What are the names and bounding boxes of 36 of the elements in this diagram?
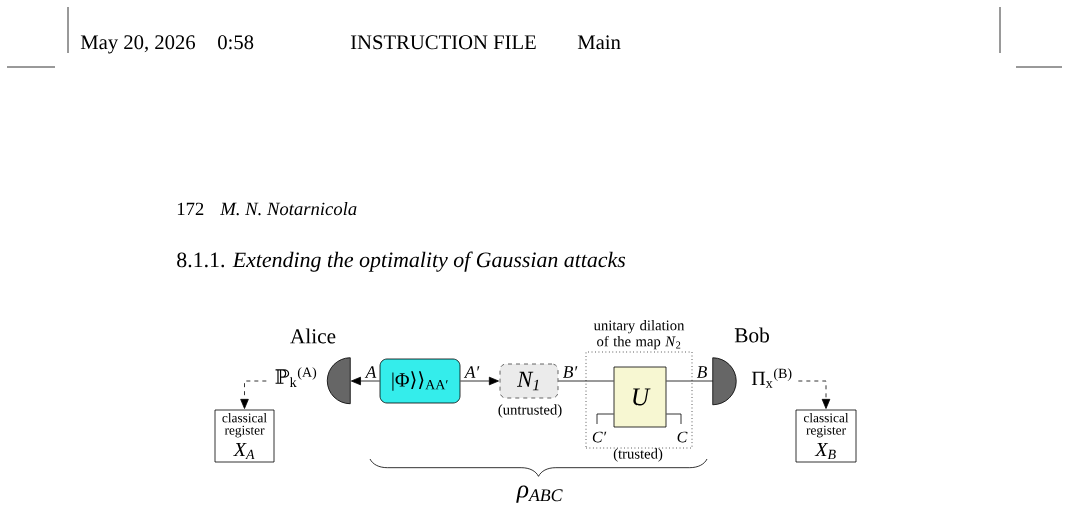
math-label: ℙ$_{k}$(A)	[275, 367, 317, 387]
register-box: classical register X$_{B}$	[795, 409, 857, 463]
register-box: classical register X$_{A}$	[214, 409, 275, 463]
edge-label: C	[677, 431, 688, 443]
channel-box: N$_{1}$	[499, 363, 559, 399]
page-number: 172	[177, 202, 204, 215]
arrow	[460, 376, 499, 386]
name-label: Alice	[290, 328, 336, 344]
math-label: Π$_{x}$(B)	[751, 368, 792, 388]
edge-label: C′	[592, 431, 607, 443]
line	[558, 380, 614, 382]
header-text: INSTRUCTION FILE	[350, 35, 536, 50]
state-box: |Φ⟩⟩$_{AA′}$	[379, 358, 461, 404]
line	[666, 413, 682, 425]
math-label: ρ$_{ABC}$	[516, 485, 563, 503]
header-text: May 20, 2026	[80, 35, 196, 54]
edge-label: B	[696, 366, 707, 378]
arrow	[240, 380, 267, 409]
edge-label: A′	[463, 366, 480, 378]
name-label: Bob	[734, 327, 769, 343]
unitary-box: U	[613, 366, 667, 428]
arrow	[350, 376, 380, 386]
node-label: (untrusted)	[498, 404, 562, 418]
detector	[712, 357, 737, 406]
section-heading: 8.1.1. Extending the optimality of Gaussian attacks	[177, 251, 626, 272]
header-text: 0:58	[218, 35, 254, 50]
arrow	[797, 380, 831, 409]
edge-label: A	[364, 366, 377, 378]
header-text: Main	[577, 35, 621, 50]
author-name: M. N. Notarnicola	[220, 202, 357, 216]
edge-label: B′	[563, 366, 578, 378]
frame-heading: unitary dilation of the map N$_{2}$	[593, 320, 685, 350]
line	[666, 380, 714, 382]
line	[596, 413, 614, 425]
node-label: (trusted)	[613, 448, 663, 462]
detector	[326, 357, 351, 405]
